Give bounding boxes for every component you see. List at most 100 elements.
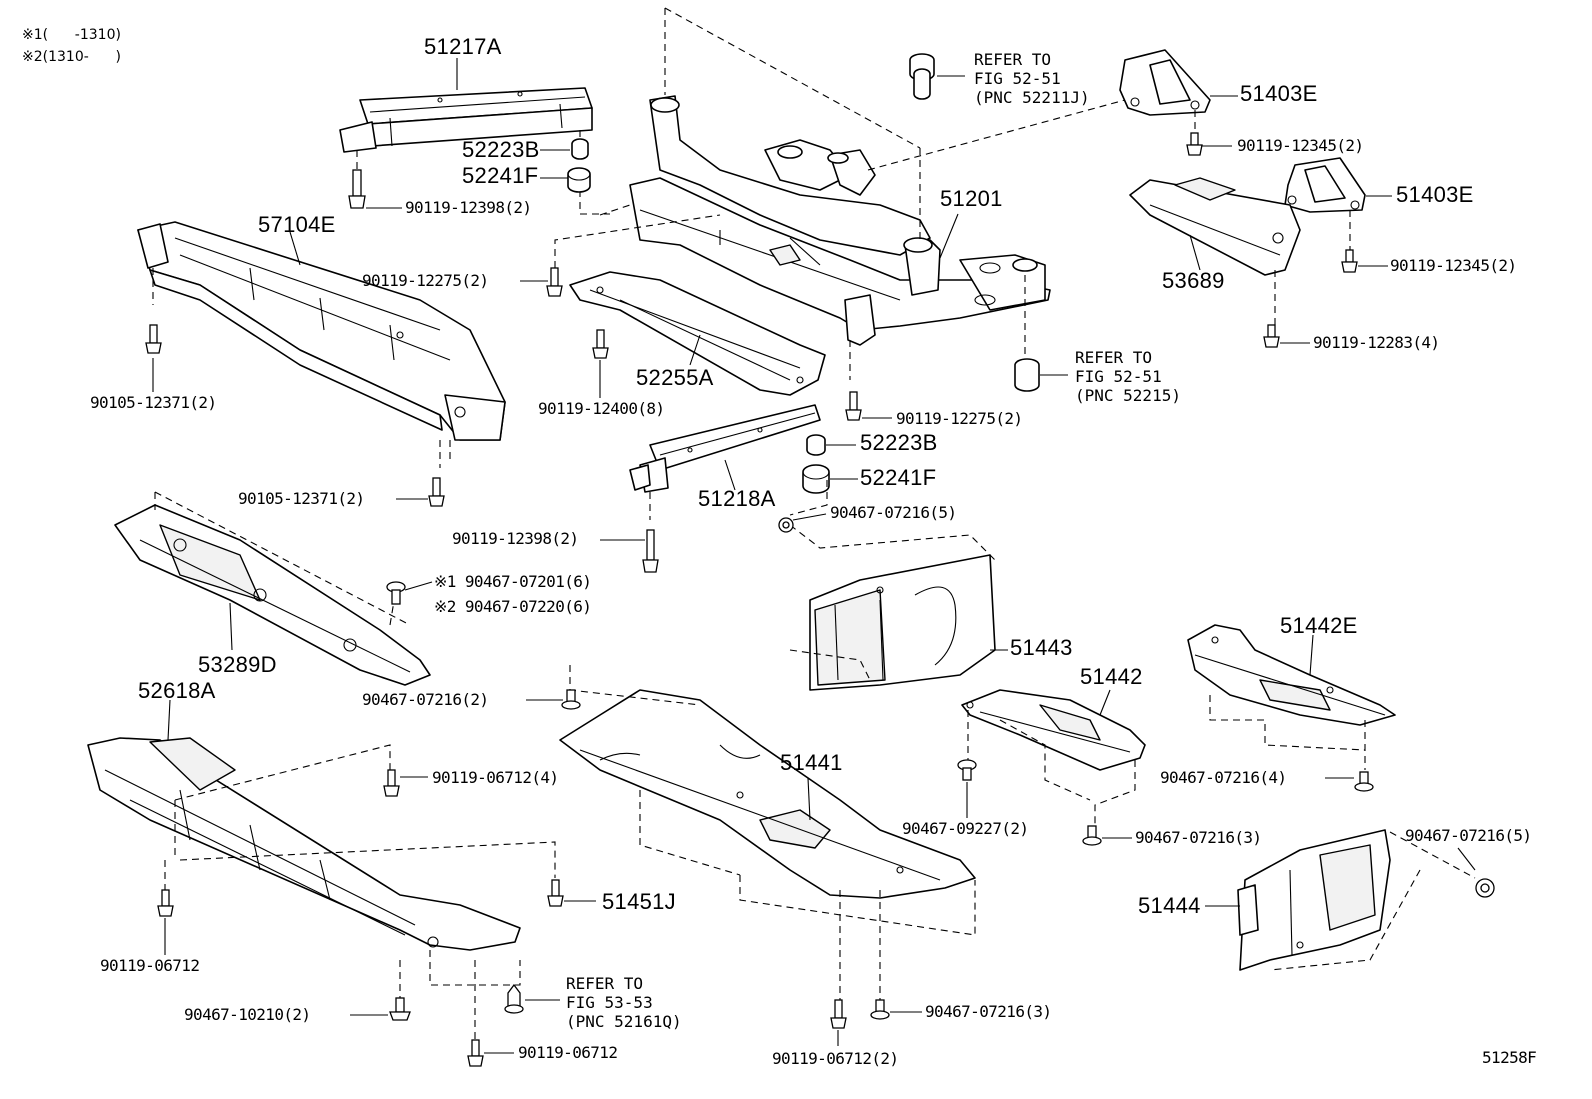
cover-51442 (961, 689, 1146, 771)
bushing-52223B-mid (806, 434, 826, 456)
bolt-90119-12345-right (1341, 249, 1358, 273)
label-90105-12371-upper: 90105-12371(2) (90, 393, 217, 412)
cover-51441 (559, 689, 976, 899)
label-90119-12400: 90119-12400(8) (538, 399, 665, 418)
mount-bushing-52215 (1014, 358, 1040, 392)
bolt-90119-12283 (1263, 324, 1280, 348)
label-52223B-mid: 52223B (860, 430, 938, 455)
figure-code: 51258F (1482, 1048, 1537, 1067)
bracket-51403E-right (1284, 157, 1366, 213)
label-90119-06712-bottom: 90119-06712 (518, 1043, 618, 1062)
clip-90467-07216-3-right (1082, 825, 1102, 846)
bolt-90119-12345-top (1186, 132, 1203, 156)
label-51442: 51442 (1080, 664, 1143, 689)
bolt-90119-12400 (592, 329, 609, 359)
label-51441: 51441 (780, 750, 843, 775)
clip-90467-10210 (389, 997, 411, 1021)
bolt-90119-06712-4 (383, 769, 400, 797)
support-51217A (339, 87, 593, 153)
label-90119-12275-right: 90119-12275(2) (896, 409, 1023, 428)
label-90467-07220: ※2 90467-07220(6) (434, 597, 592, 616)
bolt-90119-12275-right (845, 391, 862, 421)
clip-90467-07216-4 (1354, 771, 1374, 792)
brace-52255A (569, 271, 826, 396)
label-51451J: 51451J (602, 889, 676, 914)
label-90119-06712-2: 90119-06712(2) (772, 1049, 899, 1068)
label-51442E: 51442E (1280, 613, 1358, 638)
label-90467-09227: 90467-09227(2) (902, 819, 1029, 838)
refer-fig-52-51-mid[interactable]: REFER TO FIG 52-51 (PNC 52215) (1075, 348, 1181, 405)
bolt-90119-12398-top (348, 169, 366, 209)
label-52241F-top: 52241F (462, 163, 539, 188)
legend-mark-1: ※1 (22, 27, 43, 43)
label-90467-10210: 90467-10210(2) (184, 1005, 311, 1024)
label-90467-07216-2: 90467-07216(2) (362, 690, 489, 709)
clip-90467-07216-3-bottom (870, 999, 890, 1020)
cover-51442E (1187, 624, 1396, 726)
label-53289D: 53289D (198, 652, 277, 677)
label-90119-12275-left: 90119-12275(2) (362, 271, 489, 290)
bolt-90119-06712-2 (830, 999, 847, 1029)
bolt-90119-12398-mid (642, 529, 659, 573)
label-90119-06712-4: 90119-06712(4) (432, 768, 559, 787)
bushing-52223B-top (571, 138, 589, 160)
label-51444: 51444 (1138, 893, 1201, 918)
bolt-90105-12371-lower (428, 477, 445, 507)
label-90467-07216-5-mid: 90467-07216(5) (830, 503, 957, 522)
clip-90467-09227 (957, 759, 977, 781)
legend-row-2: ※2(1310- ) (22, 50, 121, 64)
member-57104E (137, 221, 506, 441)
label-52255A: 52255A (636, 365, 714, 390)
bushing-52241F-mid (802, 464, 830, 494)
label-90105-12371-lower: 90105-12371(2) (238, 489, 365, 508)
crossmember-51201 (629, 95, 1051, 346)
label-90467-07216-4: 90467-07216(4) (1160, 768, 1287, 787)
label-51403E-top: 51403E (1240, 81, 1318, 106)
label-90467-07216-3-bottom: 90467-07216(3) (925, 1002, 1052, 1021)
label-90119-12398-mid: 90119-12398(2) (452, 529, 579, 548)
mount-bushing-52211J (909, 53, 935, 100)
label-53689: 53689 (1162, 268, 1225, 293)
legend-text-2: (1310- ) (42, 49, 121, 65)
legend-row-1: ※1( -1310) (22, 28, 121, 42)
cover-52618A (87, 737, 521, 951)
fastener-52161Q (504, 983, 524, 1014)
bracket-51218A (629, 404, 821, 493)
bolt-90105-12371-upper (145, 324, 162, 354)
label-51443: 51443 (1010, 635, 1073, 660)
bolt-51451J (547, 879, 564, 907)
label-90119-12345-top: 90119-12345(2) (1237, 136, 1364, 155)
bolt-90119-06712-bottom (467, 1039, 484, 1067)
refer-fig-52-51-top[interactable]: REFER TO FIG 52-51 (PNC 52211J) (974, 50, 1090, 107)
label-90467-07216-5-right: 90467-07216(5) (1405, 826, 1532, 845)
legend-text-1: ( -1310) (42, 27, 121, 43)
label-90119-12345-right: 90119-12345(2) (1390, 256, 1517, 275)
label-52618A: 52618A (138, 678, 216, 703)
label-90119-12398-top: 90119-12398(2) (405, 198, 532, 217)
label-90119-12283: 90119-12283(4) (1313, 333, 1440, 352)
label-90467-07216-3-right: 90467-07216(3) (1135, 828, 1262, 847)
label-90467-07201: ※1 90467-07201(6) (434, 572, 592, 591)
label-52223B-top: 52223B (462, 137, 540, 162)
label-51201: 51201 (940, 186, 1003, 211)
bracket-51403E-top (1119, 49, 1211, 116)
plate-53689 (1129, 177, 1301, 276)
clip-90467-07216-5-right (1475, 878, 1495, 898)
label-90119-06712-left: 90119-06712 (100, 956, 200, 975)
cover-53289D (114, 504, 431, 686)
legend-mark-2: ※2 (22, 49, 43, 65)
clip-90467-07216-2 (561, 689, 581, 710)
label-51217A: 51217A (424, 34, 502, 59)
refer-fig-53-53[interactable]: REFER TO FIG 53-53 (PNC 52161Q) (566, 974, 682, 1031)
clip-90467-07216-5-mid (778, 517, 794, 533)
label-51218A: 51218A (698, 486, 776, 511)
clip-90467-07201 (386, 581, 406, 605)
label-52241F-mid: 52241F (860, 465, 937, 490)
bushing-52241F-top (567, 167, 591, 193)
label-57104E: 57104E (258, 212, 336, 237)
bolt-90119-12275-left (546, 267, 563, 297)
cover-51444 (1237, 829, 1391, 971)
bolt-90119-06712-left (157, 889, 174, 917)
